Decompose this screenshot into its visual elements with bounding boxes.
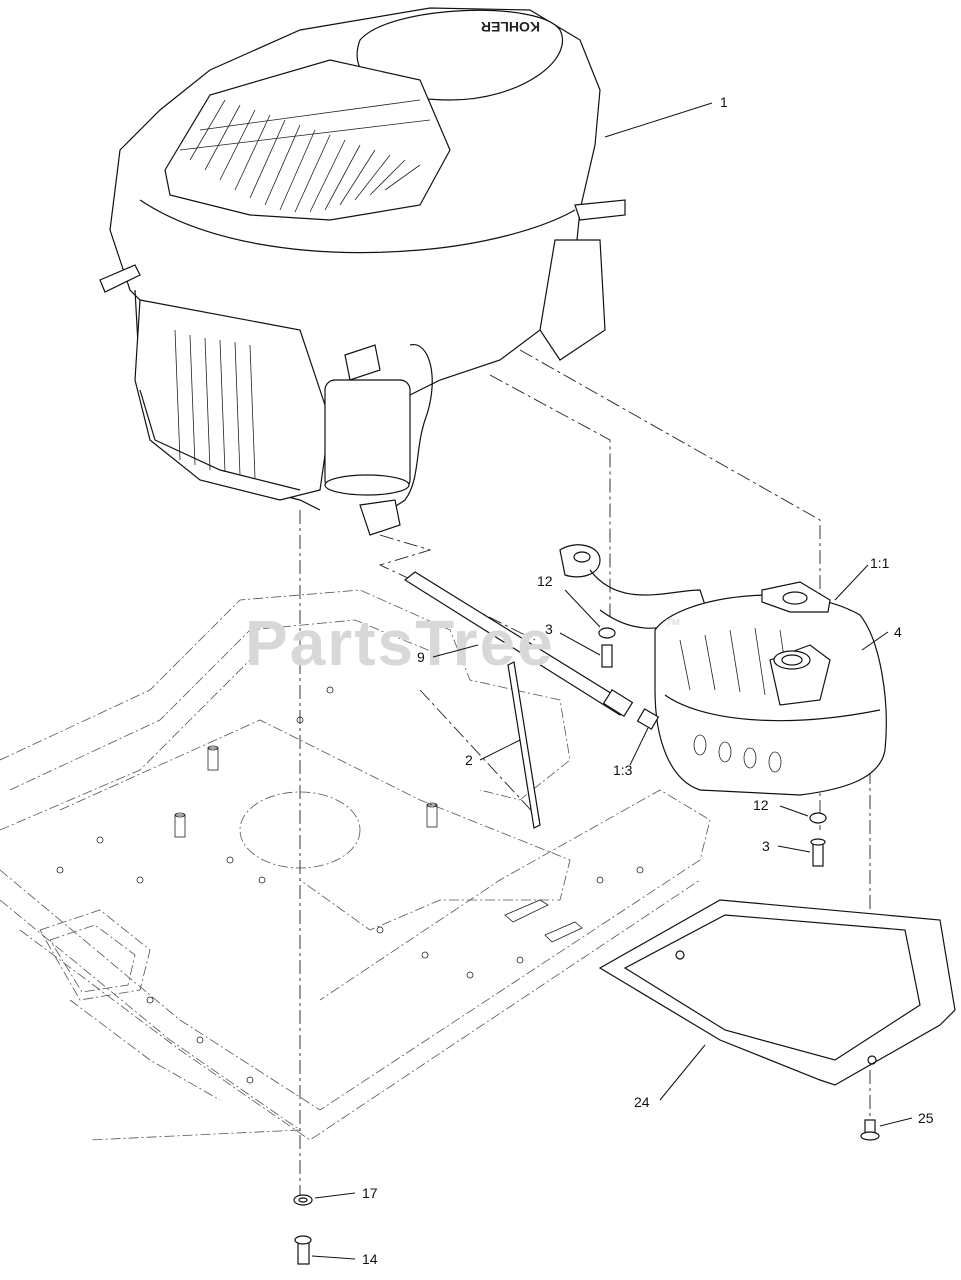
callout-1-3: 1:3 [613,762,633,778]
watermark: PartsTree ™ [245,607,681,679]
starter-motor [324,379,411,491]
callout-leaders [311,102,913,1260]
watermark-trademark: ™ [665,617,681,634]
bolt-3-upper [601,644,613,668]
exhaust-gasket [761,581,831,613]
watermark-text: PartsTree [245,607,555,679]
callout-labels: 1 1:1 4 12 3 9 2 1:3 12 3 24 25 17 14 [362,94,934,1267]
engine-grille [179,99,431,213]
washer-12-upper [598,627,616,639]
hardware [293,571,956,1265]
callout-12-lower: 12 [753,797,769,813]
strap [507,661,541,829]
callout-24: 24 [634,1094,650,1110]
wire-connector [359,499,401,536]
engine-brand-label: KOHLER [481,19,540,35]
mower-frame [0,589,711,1141]
fitting-1-3 [636,708,660,730]
washer-17 [293,1194,313,1206]
callout-2: 2 [465,752,473,768]
callout-3-lower: 3 [762,838,770,854]
callout-1-1: 1:1 [870,555,890,571]
callout-17: 17 [362,1185,378,1201]
callout-9: 9 [417,649,425,665]
heat-shield [598,899,956,1086]
callout-3-upper: 3 [545,621,553,637]
cylinder-fins [174,329,256,479]
callout-25: 25 [918,1110,934,1126]
callout-4: 4 [894,624,902,640]
muffler [654,594,887,796]
callout-14: 14 [362,1251,378,1267]
callout-12-upper: 12 [537,573,553,589]
washer-12-lower [809,812,827,824]
callout-1: 1 [720,94,728,110]
engine: KOHLER [99,7,626,536]
